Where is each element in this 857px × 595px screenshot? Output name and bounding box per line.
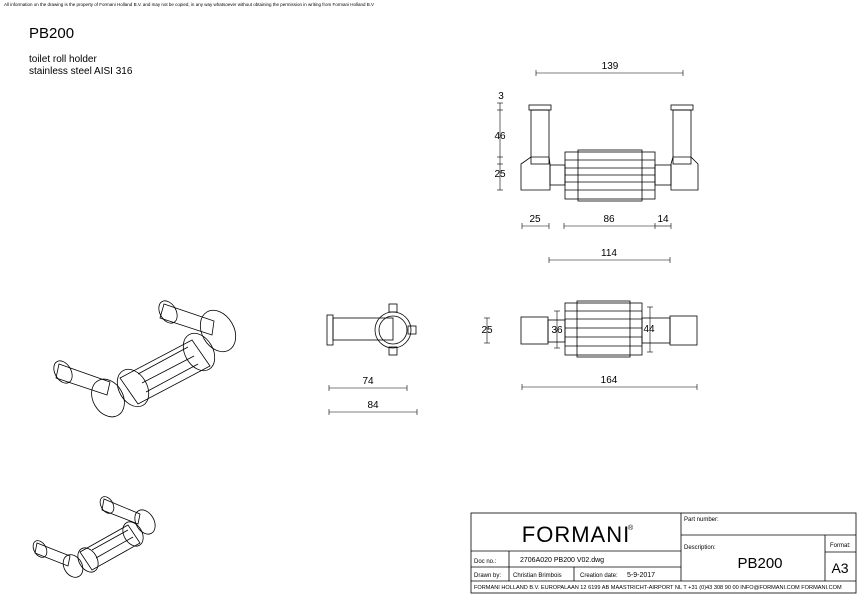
description-line-1: toilet roll holder: [29, 54, 97, 65]
iso1-top-base: [199, 309, 237, 353]
dim-front-25: 25: [481, 325, 493, 336]
creation-date-value: 5-9-2017: [627, 572, 655, 579]
top-right-base: [670, 156, 699, 191]
iso2-roll-end-left: [77, 547, 99, 573]
top-right-post-cap: [670, 104, 694, 111]
side-wall-plate: [326, 314, 334, 346]
part-number-label: Part number:: [684, 517, 719, 523]
dim-mid-114: 114: [601, 248, 617, 259]
dim-mid-25: 25: [529, 214, 541, 225]
top-roll: [564, 151, 656, 200]
format-value: A3: [831, 560, 848, 576]
top-left-post-cap: [528, 104, 552, 111]
iso2-bottom-base: [62, 554, 84, 578]
iso2-roll: [79, 524, 141, 571]
side-tab-bottom: [388, 346, 398, 356]
side-tab-top: [388, 303, 398, 313]
iso1-top-arm: [159, 303, 215, 336]
copyright-notice: All information on the drawing is the pr…: [4, 2, 375, 7]
iso1-bottom-base: [91, 378, 125, 418]
dim-mid-86: 86: [603, 214, 615, 225]
dim-side-84: 84: [367, 400, 379, 411]
dim-top-left-25: 25: [494, 169, 506, 180]
top-axle-right: [654, 164, 672, 186]
side-tab-right: [407, 325, 417, 335]
front-right-base: [669, 315, 698, 346]
top-view: [520, 104, 699, 202]
side-view: [326, 303, 417, 356]
iso2-roll-end-right: [122, 521, 144, 547]
dimension-lines: [328, 70, 698, 415]
top-right-post: [672, 109, 692, 165]
iso2-bottom-arm: [34, 542, 71, 567]
dim-top-left-46: 46: [494, 131, 506, 142]
iso1-roll: [119, 339, 211, 405]
brand-logo: FORMANI: [522, 522, 630, 547]
top-left-base: [520, 156, 551, 191]
dim-front-44: 44: [643, 324, 655, 335]
description-value: PB200: [737, 555, 782, 572]
drawn-by-value: Christian Brimbois: [513, 573, 562, 579]
side-roll-outer: [374, 311, 412, 349]
description-line-2: stainless steel AISI 316: [29, 66, 133, 77]
dim-front-36: 36: [551, 325, 563, 336]
iso2-top-arm: [101, 498, 141, 525]
dim-top-left-3: 3: [498, 91, 504, 102]
footer-address: FORMANI HOLLAND B.V. EUROPALAAN 12 6199 …: [474, 585, 842, 591]
title-block: [470, 512, 857, 594]
description-label: Description:: [684, 545, 716, 551]
iso1-top-post-end: [158, 300, 178, 324]
isometric-view-large: [53, 300, 237, 418]
dim-top-width: 139: [602, 61, 619, 72]
doc-no-value: 2706A020 PB200 V02.dwg: [520, 557, 604, 564]
creation-date-label: Creation date:: [580, 573, 618, 579]
dim-side-74: 74: [362, 376, 374, 387]
top-axle-left: [549, 164, 566, 186]
iso2-top-base: [134, 509, 156, 535]
dim-mid-14: 14: [657, 214, 669, 225]
iso2-bottom-post-end: [32, 540, 48, 558]
format-label: Format:: [830, 543, 851, 549]
top-roll-core: [577, 149, 643, 202]
dim-front-164: 164: [601, 375, 618, 386]
iso1-bottom-arm: [55, 363, 111, 396]
front-roll-core: [576, 300, 631, 358]
front-view: [520, 300, 698, 358]
side-arm: [332, 317, 394, 341]
registered-mark: ®: [628, 524, 634, 532]
iso1-roll-end-right: [182, 332, 216, 372]
side-roll-inner: [378, 315, 408, 345]
iso2-top-post-end: [99, 496, 115, 514]
isometric-view-small: [32, 496, 156, 578]
front-left-base: [520, 316, 549, 345]
drawn-by-label: Drawn by:: [474, 573, 501, 579]
doc-no-label: Doc no.:: [474, 559, 497, 565]
iso1-bottom-post-end: [53, 360, 73, 384]
top-left-post: [530, 109, 550, 165]
part-title: PB200: [29, 25, 75, 42]
